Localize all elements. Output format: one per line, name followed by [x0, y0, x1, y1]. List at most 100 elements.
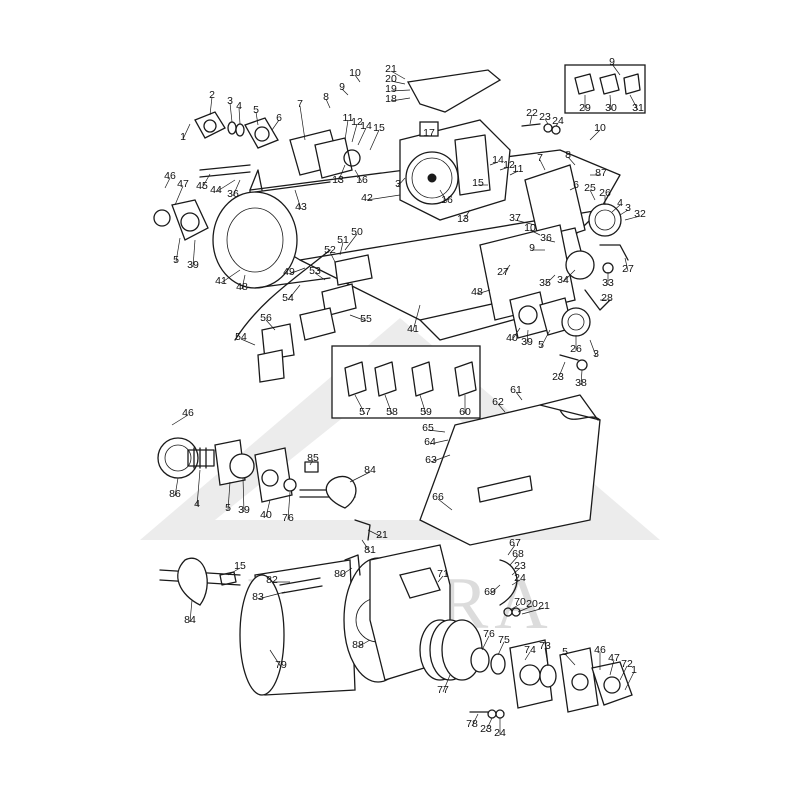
- part-callout-number: 70: [514, 596, 526, 608]
- nut-20: [511, 607, 521, 617]
- washer-23-bottom: [487, 709, 497, 719]
- sprocket-26-inner: [594, 209, 616, 231]
- part-callout-number: 7: [297, 98, 303, 110]
- part-callout-number: 71: [437, 568, 449, 580]
- leader-line: [357, 639, 371, 648]
- leader-line: [489, 161, 499, 166]
- spring-lines: [193, 447, 207, 469]
- nut-24-bottom: [495, 709, 505, 719]
- flange-5: [171, 199, 209, 241]
- bearing-39: [229, 453, 255, 479]
- leader-line: [517, 605, 533, 613]
- part-callout-number: 10: [349, 67, 361, 79]
- chain-link-59: [411, 361, 434, 397]
- part-callout-number: 15: [472, 177, 484, 189]
- part-callout-number: 3: [593, 348, 599, 360]
- part-callout-number: 32: [634, 208, 646, 220]
- blade-51: [334, 254, 373, 286]
- part-17-box: [419, 121, 439, 137]
- leader-line: [412, 304, 421, 332]
- leader-line: [196, 469, 201, 507]
- plate-40-hole: [261, 469, 279, 487]
- bearing-plate-5: [244, 117, 279, 149]
- leader-line: [511, 567, 521, 576]
- part-callout-number: 84: [184, 614, 196, 626]
- leader-line: [240, 338, 256, 346]
- flange-40-hole: [518, 305, 538, 325]
- bar-28: [584, 289, 611, 311]
- part-callout-number: 23: [539, 111, 551, 123]
- part-callout-number: 15: [373, 122, 385, 134]
- chain-link-60: [454, 361, 477, 397]
- leader-line: [507, 544, 516, 556]
- leader-line: [509, 555, 519, 566]
- part-callout-number: 5: [538, 339, 544, 351]
- leader-line: [544, 118, 549, 125]
- leader-line: [555, 122, 559, 127]
- part-callout-number: 65: [422, 422, 434, 434]
- part-callout-number: 9: [609, 56, 615, 68]
- part-callout-number: 73: [539, 640, 551, 652]
- inset-chain-frame: [331, 345, 481, 419]
- part-callout-number: 49: [283, 266, 295, 278]
- leader-line: [419, 394, 427, 415]
- part-callout-number: 24: [514, 572, 526, 584]
- part-callout-number: 12: [503, 159, 515, 171]
- part-callout-number: 46: [594, 644, 606, 656]
- lower-assembly: [157, 394, 633, 719]
- leader-line: [499, 166, 510, 171]
- leader-line: [227, 567, 241, 576]
- leader-line: [497, 641, 505, 656]
- leader-line: [485, 717, 493, 732]
- sprocket-26-lower-inner: [567, 313, 585, 331]
- part-callout-number: 21: [376, 529, 388, 541]
- part-callout-number: 83: [252, 591, 264, 603]
- part-callout-number: 18: [385, 93, 397, 105]
- part-callout-number: 24: [494, 727, 506, 739]
- beam-slot: [477, 475, 533, 503]
- pin-27: [599, 244, 629, 261]
- auger-flight-84: [325, 475, 357, 509]
- bracket-71: [399, 567, 441, 599]
- leader-line: [589, 129, 601, 141]
- washer-76: [283, 478, 297, 492]
- clip-85: [304, 461, 319, 473]
- left-drum-rim: [226, 207, 284, 273]
- flange-5-hole: [180, 212, 200, 232]
- part-callout-number: 60: [459, 406, 471, 418]
- leader-line: [511, 327, 521, 341]
- part-callout-number: 26: [570, 343, 582, 355]
- chain-link-55: [299, 307, 336, 341]
- cover-plate: [406, 69, 502, 113]
- part-callout-number: 58: [386, 406, 398, 418]
- leader-line: [509, 603, 521, 611]
- leader-line: [384, 394, 393, 415]
- leader-line: [174, 185, 184, 206]
- leader-line: [545, 239, 556, 243]
- beam-62-edge: [539, 394, 599, 421]
- link-54: [257, 349, 285, 383]
- part-callout-number: 36: [540, 232, 552, 244]
- auger-flight-84-lower: [177, 557, 208, 606]
- leader-line: [229, 102, 233, 123]
- washer-33: [602, 262, 614, 274]
- part-callout-number: 11: [343, 112, 354, 124]
- part-callout-number: 57: [359, 406, 371, 418]
- leader-line: [265, 319, 276, 331]
- part-callout-number: 51: [337, 234, 349, 246]
- part-callout-number: 35: [539, 277, 551, 289]
- leader-line: [511, 579, 521, 586]
- part-callout-number: 55: [360, 313, 372, 325]
- inset-chain-box: [331, 345, 481, 419]
- part-callout-number: 39: [521, 336, 533, 348]
- sprocket-86: [157, 437, 199, 479]
- part-callout-number: 3: [625, 202, 631, 214]
- leader-line: [611, 63, 621, 76]
- leader-line: [354, 169, 363, 183]
- part-callout-number: 15: [234, 560, 246, 572]
- leader-line: [171, 414, 189, 426]
- bolt-81: [354, 519, 371, 541]
- part-callout-number: 10: [594, 122, 606, 134]
- part-callout-number: 29: [579, 102, 591, 114]
